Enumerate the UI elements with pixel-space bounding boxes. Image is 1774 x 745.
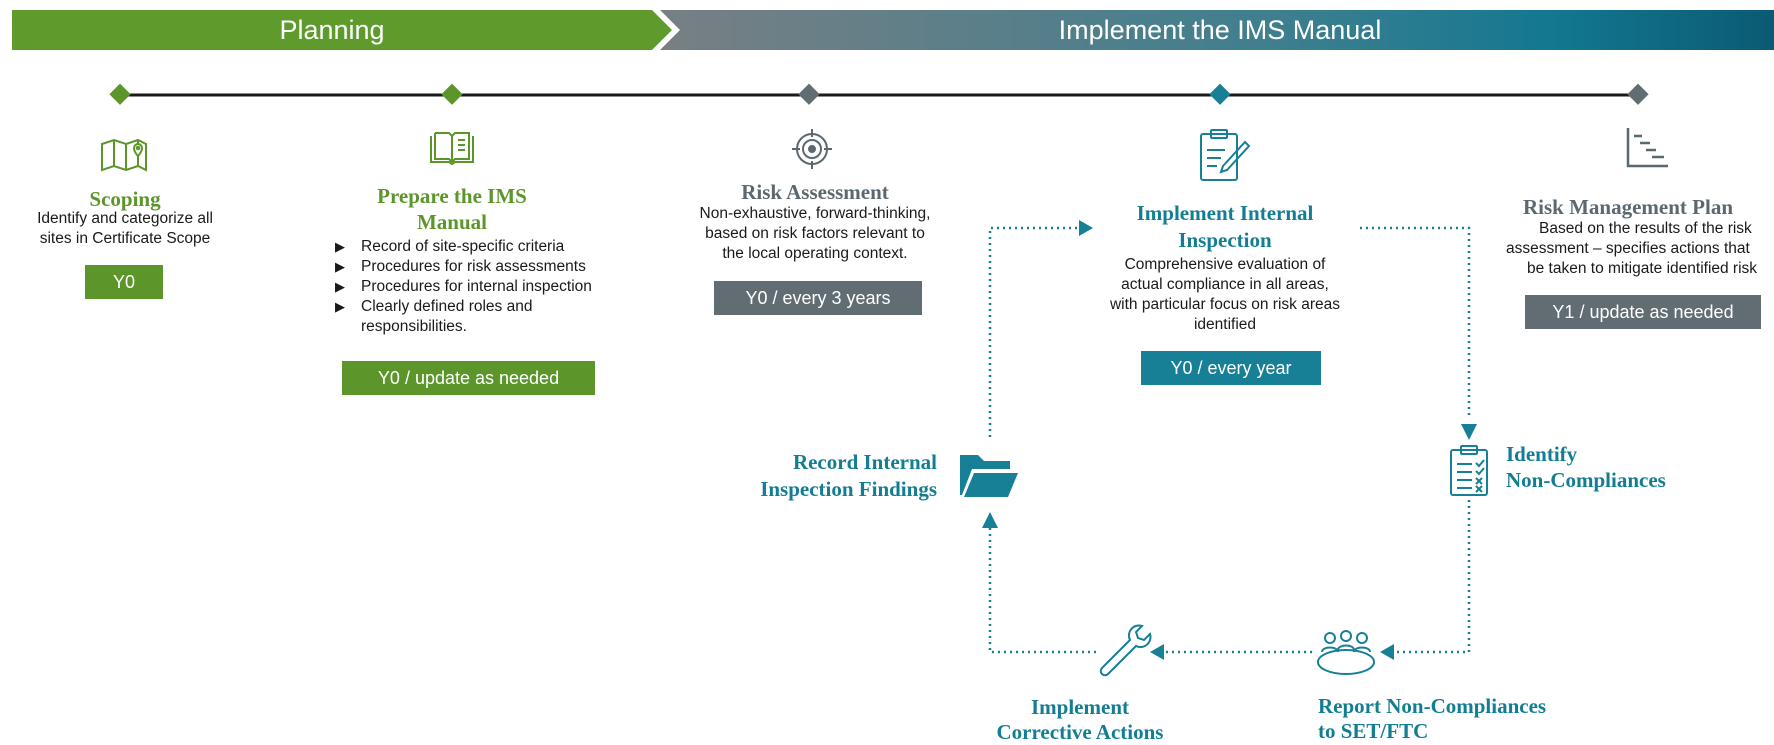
planning-banner-shape — [12, 10, 672, 50]
clipboard-pencil-icon — [1200, 129, 1251, 181]
meeting-people-icon — [1317, 630, 1375, 675]
folder-icon — [960, 455, 1018, 497]
step-title-risk: Risk Assessment — [741, 180, 889, 204]
step-title-manual-line2: Manual — [416, 210, 487, 234]
bullet-arrow-icon: ▶ — [335, 299, 345, 314]
wrench-icon — [1099, 624, 1152, 677]
step-title-inspection-line1: Implement Internal — [1136, 201, 1314, 225]
arrowhead-to-identify — [1461, 424, 1477, 440]
map-icon — [101, 138, 147, 172]
step-title-scoping: Scoping — [89, 187, 161, 211]
bullet-arrow-icon: ▶ — [335, 259, 345, 274]
step-desc-inspection-line4: identified — [1193, 316, 1257, 333]
stepped-chart-icon — [1626, 128, 1668, 168]
badge-plan: Y1 / update as needed — [1525, 295, 1761, 329]
cycle-report-line2: to SET/FTC — [1318, 719, 1429, 743]
cycle-record-line1: Record Internal — [792, 450, 937, 474]
target-icon — [792, 129, 832, 169]
step-title-inspection-line2: Inspection — [1178, 228, 1272, 252]
implement-phase-label: Implement the IMS Manual — [1058, 15, 1382, 45]
badge-inspection: Y0 / every year — [1141, 351, 1321, 385]
step-desc-plan-line1: Based on the results of the risk — [1539, 220, 1752, 237]
step-desc-inspection-line3: with particular focus on risk areas — [1109, 296, 1340, 313]
badge-manual: Y0 / update as needed — [342, 361, 595, 395]
step-desc-inspection-line1: Comprehensive evaluation of — [1124, 256, 1326, 273]
cycle-report-line1: Report Non-Compliances — [1318, 694, 1547, 718]
bullet-arrow-icon: ▶ — [335, 239, 345, 254]
step-title-manual-line1: Prepare the IMS — [377, 184, 527, 208]
manual-bullet-item: ▶Record of site-specific criteria — [335, 238, 565, 255]
badge-risk: Y0 / every 3 years — [714, 281, 922, 315]
step-desc-plan-line3: be taken to mitigate identified risk — [1527, 260, 1758, 277]
step-desc-scoping: Identify and categorize all sites in Cer… — [37, 210, 213, 247]
arrowhead-to-record — [982, 512, 998, 528]
timeline — [109, 83, 1649, 105]
planning-phase-label: Planning — [279, 15, 385, 45]
step-desc-risk-line3: the local operating context. — [722, 245, 908, 262]
timeline-marker-risk — [798, 83, 820, 105]
manual-bullet-list: ▶Record of site-specific criteria ▶Proce… — [333, 237, 633, 337]
implement-banner-shape — [660, 10, 1774, 50]
cycle-corrective-line2: Corrective Actions — [996, 720, 1164, 744]
manual-bullet-item: ▶Procedures for internal inspection — [335, 278, 592, 295]
step-desc-risk-line1: Non-exhaustive, forward-thinking, — [699, 205, 931, 222]
cycle-corrective-line1: Implement — [1031, 695, 1129, 719]
step-title-plan: Risk Management Plan — [1523, 195, 1733, 219]
arrowhead-to-report — [1380, 644, 1394, 660]
cycle-identify-line1: Identify — [1506, 442, 1578, 466]
cycle-record-line2: Inspection Findings — [760, 477, 937, 501]
arrowhead-to-corrective — [1150, 644, 1164, 660]
manual-bullet-item: ▶Procedures for risk assessments — [335, 258, 586, 275]
step-desc-inspection-line2: actual compliance in all areas, — [1121, 276, 1329, 293]
manual-bullet-item: ▶Clearly defined roles and responsibilit… — [335, 298, 533, 335]
arrowhead-to-inspection — [1079, 220, 1093, 236]
timeline-marker-scoping — [109, 83, 131, 105]
badge-scoping: Y0 — [85, 265, 163, 299]
bullet-arrow-icon: ▶ — [335, 279, 345, 294]
checklist-icon — [1450, 445, 1488, 496]
cycle-identify-line2: Non-Compliances — [1506, 468, 1666, 492]
phase-banner — [12, 10, 1774, 50]
manual-book-icon — [430, 132, 474, 166]
step-desc-plan-line2: assessment – specifies actions that — [1506, 240, 1750, 257]
step-desc-risk-line2: based on risk factors relevant to — [705, 225, 925, 242]
